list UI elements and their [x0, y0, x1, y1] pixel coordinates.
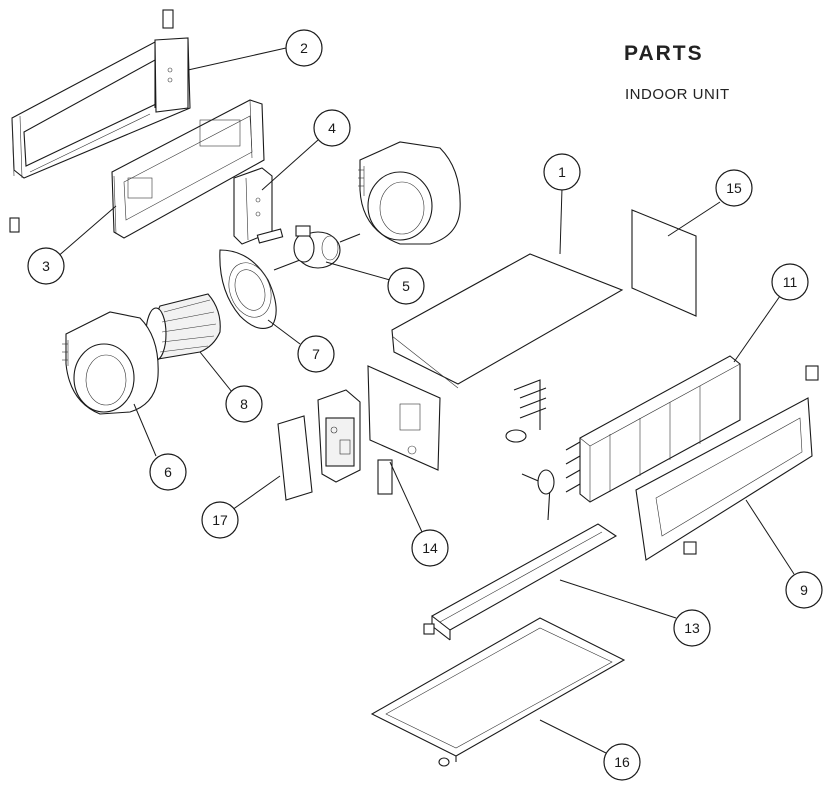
- parts-title: PARTS: [624, 42, 704, 65]
- callout-8: 8: [225, 385, 263, 423]
- callout-1-label: 1: [558, 164, 566, 180]
- part-blower-housing-right: [358, 141, 461, 245]
- callout-17-label: 17: [212, 512, 228, 528]
- part-fan-motor: [273, 225, 361, 271]
- callout-11: 11: [771, 263, 809, 301]
- callout-13-label: 13: [684, 620, 700, 636]
- part-front-frame: [635, 365, 819, 561]
- part-blower-wheel: [145, 293, 221, 361]
- callout-6-label: 6: [164, 464, 172, 480]
- part-drain-pan: [423, 523, 618, 641]
- callout-4: 4: [313, 109, 351, 147]
- callout-7-label: 7: [312, 346, 320, 362]
- callout-5: 5: [387, 267, 425, 305]
- callout-5-label: 5: [402, 278, 410, 294]
- callout-6: 6: [149, 453, 187, 491]
- indoor-unit-subtitle: INDOOR UNIT: [625, 86, 730, 103]
- callout-16-label: 16: [614, 754, 630, 770]
- part-control-box-cover: [277, 415, 313, 501]
- part-blower-housing-left: [62, 311, 159, 415]
- part-side-panel: [111, 99, 265, 239]
- callout-17: 17: [201, 501, 239, 539]
- callout-15-label: 15: [726, 180, 742, 196]
- part-top-cover: [391, 253, 624, 389]
- part-evaporator-coil: [565, 355, 741, 503]
- callout-3: 3: [27, 247, 65, 285]
- part-inlet-ring: [219, 249, 277, 329]
- part-control-box: [317, 389, 361, 483]
- part-electrical-plate: [367, 365, 441, 495]
- callout-2: 2: [285, 29, 323, 67]
- callout-4-label: 4: [328, 120, 336, 136]
- callout-1: 1: [543, 153, 581, 191]
- callout-9-label: 9: [800, 582, 808, 598]
- callout-3-label: 3: [42, 258, 50, 274]
- callout-8-label: 8: [240, 396, 248, 412]
- part-refrigerant-piping: [505, 379, 555, 521]
- part-motor-bracket: [233, 167, 284, 245]
- callout-9: 9: [785, 571, 823, 609]
- callout-14: 14: [411, 529, 449, 567]
- leader-lines: [55, 47, 795, 755]
- part-filter-panel: [631, 209, 697, 317]
- part-rear-frame-panel: [9, 9, 191, 233]
- callout-16: 16: [603, 743, 641, 781]
- part-base-tray: [370, 617, 626, 767]
- callout-7: 7: [297, 335, 335, 373]
- callout-2-label: 2: [300, 40, 308, 56]
- callout-11-label: 11: [783, 274, 798, 290]
- callout-13: 13: [673, 609, 711, 647]
- callout-14-label: 14: [422, 540, 438, 556]
- callout-15: 15: [715, 169, 753, 207]
